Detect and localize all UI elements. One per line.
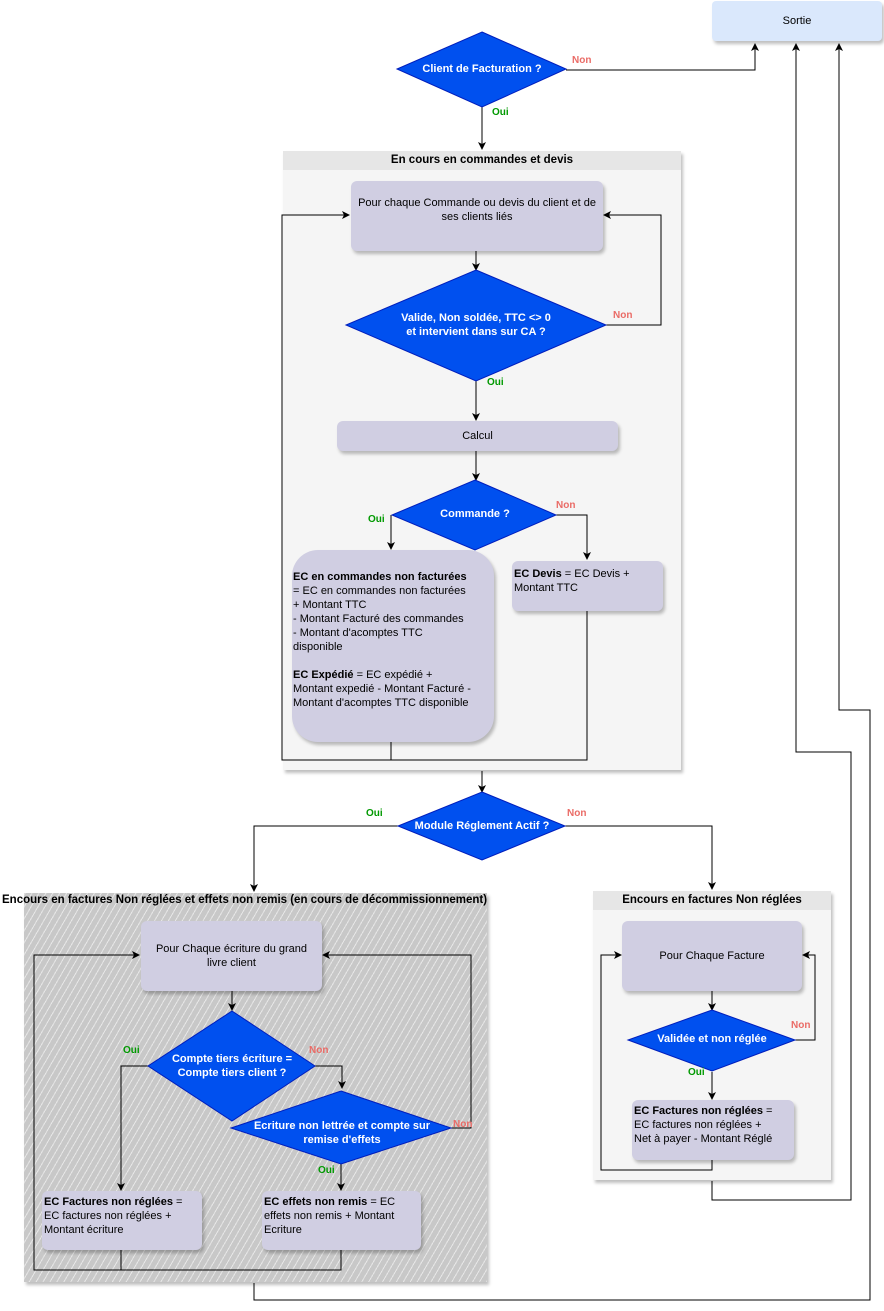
- decision-ecriture-line1: Ecriture non lettrée et compte sur: [253, 1120, 431, 1132]
- label-oui-commande: Oui: [368, 514, 385, 525]
- ec-commandes-text: EC en commandes non facturées = EC en co…: [293, 570, 471, 710]
- process-pour-chaque-commande: Pour chaque Commande ou devis du client …: [351, 181, 603, 251]
- decision-ecriture-line2: remise d'effets: [303, 1134, 381, 1146]
- sortie-terminal: Sortie: [712, 1, 882, 41]
- ec-fact-g2-l3: Montant écriture: [44, 1224, 124, 1236]
- ec-cmd-l2: + Montant TTC: [293, 599, 367, 611]
- label-non-compte: Non: [309, 1045, 329, 1056]
- ec-devis-text: EC Devis = EC Devis + Montant TTC: [514, 567, 630, 595]
- process-pour-chaque-ecriture-text: Pour Chaque écriture du grand livre clie…: [155, 943, 308, 969]
- label-oui-valide: Oui: [487, 377, 504, 388]
- ec-cmd-l5: disponible: [293, 641, 343, 653]
- ec-exp-title: EC Expédié: [293, 669, 354, 681]
- decision-valide-text: Valide, Non soldée, TTC <> 0 et intervie…: [366, 305, 586, 345]
- ec-devis-l1: = EC Devis +: [561, 568, 630, 580]
- process-ec-factures-g3: EC Factures non réglées = EC factures no…: [632, 1100, 794, 1160]
- decision-client-facturation: [395, 31, 568, 108]
- ec-factures-g2-text: EC Factures non réglées = EC factures no…: [44, 1195, 182, 1237]
- sortie-label: Sortie: [782, 15, 812, 27]
- group-factures-effets-title: Encours en factures Non réglées et effet…: [2, 894, 488, 906]
- ec-devis-l2: Montant TTC: [514, 582, 578, 594]
- ec-cmd-l3: - Montant Facturé des commandes: [293, 613, 464, 625]
- process-calcul-text: Calcul: [462, 430, 493, 442]
- process-pour-chaque-commande-text: Pour chaque Commande ou devis du client …: [358, 197, 596, 223]
- process-pour-chaque-ecriture: Pour Chaque écriture du grand livre clie…: [141, 921, 322, 991]
- process-ec-commandes: EC en commandes non facturées = EC en co…: [292, 550, 494, 742]
- ec-cmd-l1: = EC en commandes non facturées: [293, 585, 466, 597]
- ec-fact-g2-l1: =: [173, 1196, 183, 1208]
- ec-cmd-l4: - Montant d'acomptes TTC: [293, 627, 423, 639]
- decision-compte-tiers-line2: Compte tiers client ?: [177, 1067, 287, 1079]
- group-commandes-devis-title: En cours en commandes et devis: [283, 151, 681, 170]
- label-oui-module: Oui: [366, 808, 383, 819]
- ec-exp-l3: Montant d'acomptes TTC disponible: [293, 697, 469, 709]
- decision-validee-text: Validée et non réglée: [657, 1033, 767, 1045]
- ec-fact-g3-l2: EC factures non réglées +: [634, 1119, 762, 1131]
- process-pour-chaque-facture-text: Pour Chaque Facture: [659, 950, 765, 962]
- decision-compte-tiers: [147, 1010, 316, 1122]
- label-non-valide: Non: [613, 310, 633, 321]
- ec-fact-g2-title: EC Factures non réglées: [44, 1196, 173, 1208]
- ec-fact-g3-l3: Net à payer - Montant Réglé: [634, 1133, 773, 1145]
- ec-factures-g3-text: EC Factures non réglées = EC factures no…: [634, 1104, 772, 1146]
- ec-cmd-title: EC en commandes non facturées: [293, 571, 467, 583]
- ec-effets-l3: Ecriture: [264, 1224, 302, 1236]
- label-non-validee: Non: [791, 1020, 811, 1031]
- ec-effets-l2: effets non remis + Montant: [264, 1210, 395, 1222]
- process-pour-chaque-facture: Pour Chaque Facture: [622, 921, 802, 991]
- ec-devis-title: EC Devis: [514, 568, 562, 580]
- process-ec-factures-g2: EC Factures non réglées = EC factures no…: [42, 1191, 202, 1250]
- decision-valide: [344, 269, 608, 382]
- label-oui-client: Oui: [492, 107, 509, 118]
- label-non-module: Non: [567, 808, 587, 819]
- decision-commande-text: Commande ?: [440, 508, 510, 520]
- label-oui-ecriture: Oui: [318, 1165, 335, 1176]
- ec-fact-g3-title: EC Factures non réglées: [634, 1105, 763, 1117]
- decision-ecriture-text: Ecriture non lettrée et compte sur remis…: [246, 1118, 438, 1148]
- decision-validee: [626, 1009, 797, 1072]
- decision-client-facturation-text: Client de Facturation ?: [422, 63, 542, 75]
- label-oui-compte: Oui: [123, 1045, 140, 1056]
- ec-exp-l1: = EC expédié +: [353, 669, 433, 681]
- decision-compte-tiers-text: Compte tiers écriture = Compte tiers cli…: [160, 1046, 304, 1086]
- label-oui-validee: Oui: [688, 1067, 705, 1078]
- process-calcul: Calcul: [337, 421, 618, 451]
- label-non-commande: Non: [556, 500, 576, 511]
- ec-fact-g3-l1: =: [763, 1105, 773, 1117]
- ec-effets-text: EC effets non remis = EC effets non remi…: [264, 1195, 395, 1237]
- ec-exp-l2: Montant expedié - Montant Facturé -: [293, 683, 471, 695]
- ec-effets-l1: = EC: [367, 1196, 396, 1208]
- decision-valide-line1: Valide, Non soldée, TTC <> 0: [401, 312, 551, 324]
- label-non-ecriture: Non: [453, 1119, 473, 1130]
- group-factures-non-reglees-title: Encours en factures Non réglées: [593, 891, 831, 910]
- decision-module-reglement: [396, 791, 567, 861]
- decision-ecriture: [229, 1090, 453, 1165]
- decision-valide-line2: et intervient dans sur CA ?: [406, 326, 546, 338]
- decision-module-text: Module Réglement Actif ?: [414, 820, 550, 832]
- label-non-client: Non: [572, 55, 592, 66]
- process-ec-effets: EC effets non remis = EC effets non remi…: [262, 1191, 421, 1250]
- process-ec-devis: EC Devis = EC Devis + Montant TTC: [512, 561, 663, 611]
- ec-fact-g2-l2: EC factures non réglées +: [44, 1210, 172, 1222]
- ec-effets-title: EC effets non remis: [264, 1196, 368, 1208]
- decision-compte-tiers-line1: Compte tiers écriture =: [171, 1053, 293, 1065]
